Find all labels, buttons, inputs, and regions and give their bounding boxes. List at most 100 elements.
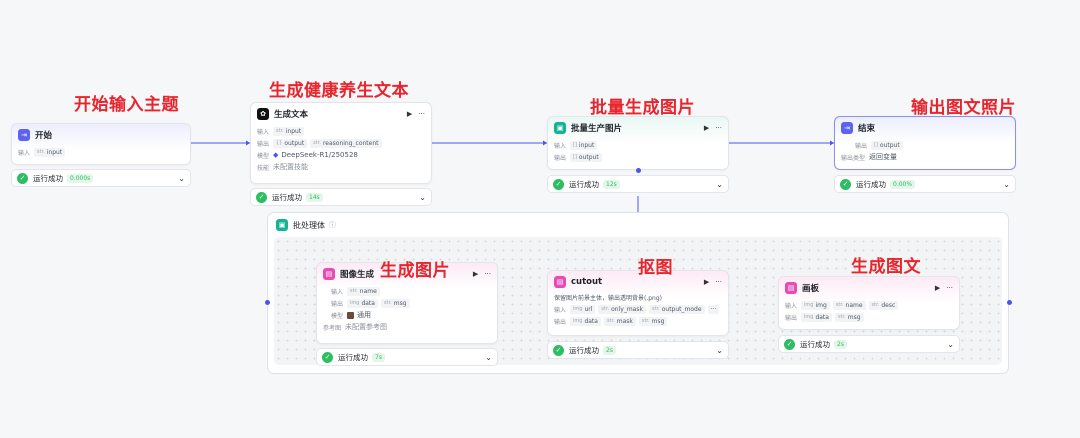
param-tag: str.only_mask — [598, 304, 646, 314]
status-start[interactable]: ✓ 运行成功 0.000s ⌄ — [11, 169, 191, 187]
output-label: 输出 — [257, 140, 270, 148]
annotation-start: 开始输入主题 — [74, 95, 179, 115]
node-batch-gen[interactable]: ▣ 批量生产图片 ▶ ··· 输入 []input 输出 []output — [547, 116, 729, 170]
param-tag: str.input — [34, 147, 66, 157]
param-tag: []output — [570, 152, 602, 162]
param-tag: str.msg — [834, 312, 864, 322]
time-badge: 2s — [603, 345, 616, 355]
success-check-icon: ✓ — [840, 178, 851, 190]
time-badge: 12s — [603, 179, 620, 189]
node-gen-text[interactable]: ✿ 生成文本 ▶ ··· 输入 str.input 输出 {}output st… — [250, 102, 432, 184]
node-title: 图像生成 — [340, 270, 375, 280]
param-tag: str.input — [273, 126, 305, 136]
chevron-down-icon[interactable]: ⌄ — [178, 173, 185, 183]
more-icon[interactable]: ··· — [715, 278, 722, 286]
cutout-icon: ▤ — [554, 276, 566, 288]
more-icon[interactable]: ··· — [484, 270, 491, 278]
output-label: 输出 — [554, 154, 567, 162]
annotation-gen-img: 生成图片 — [380, 261, 450, 281]
status-cutout[interactable]: ✓ 运行成功 2s ⌄ — [547, 341, 729, 359]
more-icon[interactable]: ··· — [418, 110, 425, 118]
output-label: 输出 — [331, 300, 344, 308]
status-image-gen[interactable]: ✓ 运行成功 7s ⌄ — [316, 348, 498, 366]
node-description: 保留图片前景主体，输出透明背景(.png) — [554, 295, 663, 302]
model-name: 通用 — [357, 311, 371, 319]
success-check-icon: ✓ — [784, 338, 795, 350]
output-label: 输出 — [855, 142, 868, 150]
chevron-down-icon[interactable]: ⌄ — [419, 192, 426, 202]
play-icon[interactable]: ▶ — [703, 278, 710, 286]
success-check-icon: ✓ — [322, 351, 333, 363]
end-icon: ⇥ — [841, 122, 853, 134]
image-icon: ▤ — [323, 268, 335, 280]
annotation-gen-graphic: 生成图文 — [851, 257, 921, 277]
play-icon[interactable]: ▶ — [472, 270, 479, 278]
input-label: 输入 — [785, 302, 798, 310]
param-tag: str.name — [347, 286, 380, 296]
node-cutout[interactable]: ▤ cutout ▶ ··· 保留图片前景主体，输出透明背景(.png) 输入 … — [547, 270, 729, 336]
canvas-icon: ▤ — [785, 282, 797, 294]
input-label: 输入 — [331, 288, 344, 296]
status-end[interactable]: ✓ 运行成功 0.00% ⌄ — [834, 175, 1016, 193]
param-tag: str.output_mode — [648, 304, 705, 314]
chevron-down-icon[interactable]: ⌄ — [485, 352, 492, 362]
status-text: 运行成功 — [338, 352, 368, 362]
input-label: 输入 — [18, 149, 31, 157]
more-icon[interactable]: ··· — [715, 124, 722, 132]
node-title: 开始 — [35, 131, 53, 141]
annotation-cutout: 抠图 — [638, 258, 673, 278]
input-label: 输入 — [554, 142, 567, 150]
status-text: 运行成功 — [272, 192, 302, 202]
node-end[interactable]: ⇥ 结束 输出 []output 输出类型 返回变量 — [834, 116, 1016, 170]
more-icon[interactable]: ··· — [946, 284, 953, 292]
status-gen-text[interactable]: ✓ 运行成功 14s ⌄ — [250, 188, 432, 206]
time-badge: 2s — [834, 339, 847, 349]
time-badge: 14s — [306, 192, 323, 202]
output-label: 输出 — [785, 314, 798, 322]
play-icon[interactable]: ▶ — [934, 284, 941, 292]
info-icon[interactable]: ⓘ — [329, 221, 336, 229]
chevron-down-icon[interactable]: ⌄ — [1003, 179, 1010, 189]
status-batch-gen[interactable]: ✓ 运行成功 12s ⌄ — [547, 175, 729, 193]
status-text: 运行成功 — [569, 345, 599, 355]
status-board[interactable]: ✓ 运行成功 2s ⌄ — [778, 335, 960, 353]
output-label: 输出 — [554, 318, 567, 326]
annotation-output: 输出图文照片 — [911, 98, 1016, 118]
play-icon[interactable]: ▶ — [406, 110, 413, 118]
status-text: 运行成功 — [569, 179, 599, 189]
chevron-down-icon[interactable]: ⌄ — [716, 345, 723, 355]
reference-value: 未配置参考图 — [345, 323, 387, 331]
param-tag: []input — [570, 140, 598, 150]
model-label: 模型 — [257, 152, 270, 160]
param-tag: []output — [871, 140, 903, 150]
port-dot[interactable] — [635, 167, 641, 173]
status-text: 运行成功 — [800, 339, 830, 349]
chevron-down-icon[interactable]: ⌄ — [716, 179, 723, 189]
model-thumbnail — [347, 311, 354, 319]
start-icon: ⇥ — [18, 129, 30, 141]
param-tag: str.mask — [603, 316, 636, 326]
node-title: 画板 — [802, 284, 820, 294]
node-title: 批量生产图片 — [571, 124, 623, 134]
skill-value: 未配置技能 — [273, 163, 308, 171]
more-params-icon[interactable]: ··· — [707, 304, 720, 314]
model-icon: ◆ — [273, 151, 279, 159]
play-icon[interactable]: ▶ — [703, 124, 710, 132]
port-dot[interactable] — [1006, 299, 1012, 305]
param-tag: str.reasoning_content — [310, 138, 382, 148]
param-tag: {}output — [273, 138, 308, 148]
chevron-down-icon[interactable]: ⌄ — [947, 339, 954, 349]
success-check-icon: ✓ — [17, 172, 28, 184]
param-tag: str.desc — [868, 300, 899, 310]
node-start[interactable]: ⇥ 开始 输入 str.input — [11, 123, 191, 165]
output-type-label: 输出类型 — [841, 154, 866, 162]
status-text: 运行成功 — [33, 173, 63, 183]
success-check-icon: ✓ — [553, 344, 564, 356]
port-dot[interactable] — [264, 299, 270, 305]
